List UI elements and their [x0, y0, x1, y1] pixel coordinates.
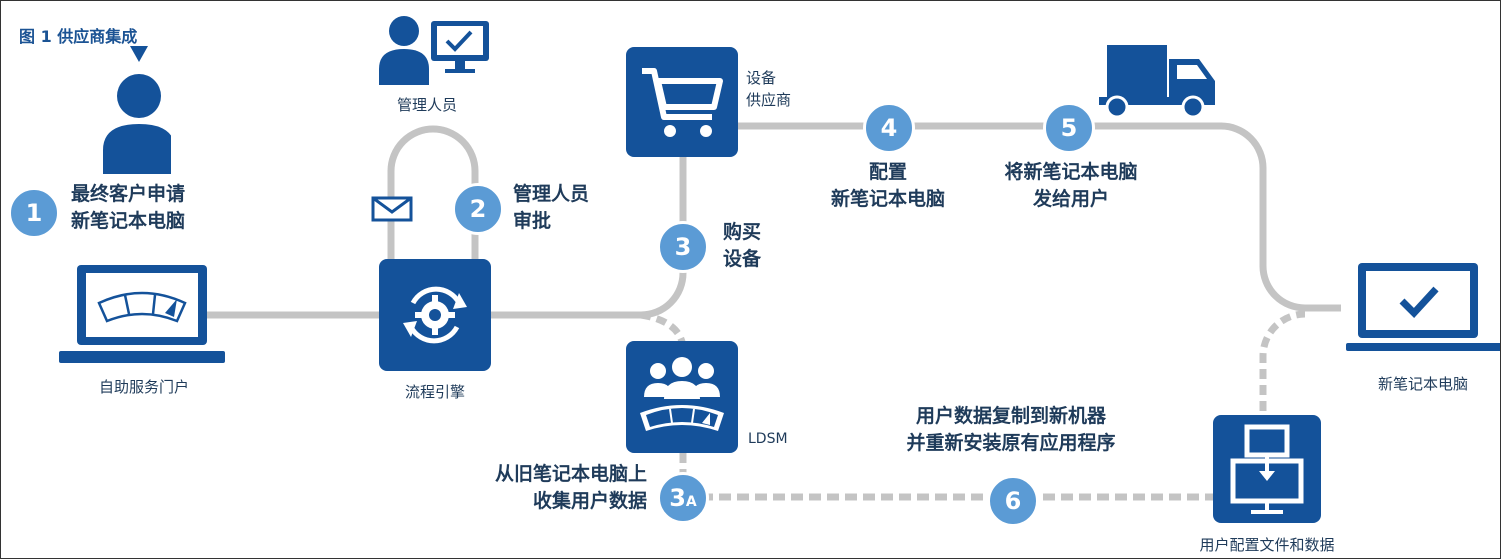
step-1-line-2: 新笔记本电脑 [71, 210, 186, 232]
manager-label: 管理人员 [396, 96, 457, 114]
vendor-label-line-2: 供应商 [746, 91, 792, 109]
step-1-label: 最终客户申请 新笔记本电脑 [71, 181, 185, 235]
envelope-icon [371, 196, 413, 222]
step-5-label: 将新笔记本电脑 发给用户 [986, 159, 1156, 213]
truck-icon [1099, 45, 1215, 119]
user-profile-label: 用户配置文件和数据 [1199, 536, 1335, 554]
new-laptop-label: 新笔记本电脑 [1377, 375, 1468, 393]
vendor-label: 设备 供应商 [746, 67, 791, 111]
step-6-line-2: 并重新安装原有应用程序 [906, 432, 1116, 454]
step-1-line-1: 最终客户申请 [71, 183, 186, 205]
step-6-badge: 6 [987, 475, 1039, 527]
step-6-label: 用户数据复制到新机器 并重新安装原有应用程序 [861, 403, 1161, 457]
portal-label: 自助服务门户 [98, 378, 189, 396]
step-2-badge: 2 [452, 183, 504, 235]
vendor-box [626, 47, 738, 157]
step-3-label: 购买 设备 [723, 219, 761, 273]
data-transfer-icon [1230, 424, 1304, 514]
step-4-label: 配置 新笔记本电脑 [813, 159, 963, 213]
step-3-badge: 3 [657, 221, 709, 273]
step-4-badge: 4 [863, 102, 915, 154]
step-4-line-1: 配置 [868, 161, 907, 183]
step-3a-label: 从旧笔记本电脑上 收集用户数据 [451, 461, 647, 515]
figure-title: 图 1 供应商集成 [19, 27, 138, 46]
line-engine-vendor [489, 156, 687, 319]
manager-icon [379, 16, 489, 85]
ldsm-label: LDSM [748, 431, 788, 447]
step-3a-line-2: 收集用户数据 [532, 490, 647, 512]
end-customer-icon [103, 46, 171, 174]
ldsm-box [626, 341, 738, 453]
step-4-line-2: 新笔记本电脑 [830, 188, 945, 210]
step-2-label: 管理人员 审批 [513, 181, 589, 235]
gear-icon [403, 286, 467, 344]
step-1-badge: 1 [8, 187, 60, 239]
step-5-line-2: 发给用户 [1032, 188, 1109, 210]
line-approval-loop [387, 125, 479, 263]
line-vendor-laptop [736, 122, 1341, 312]
step-3a-line-1: 从旧笔记本电脑上 [494, 463, 647, 485]
portal-laptop-icon [59, 265, 225, 363]
group-users-icon [640, 357, 724, 431]
step-5-line-1: 将新笔记本电脑 [1004, 161, 1138, 183]
process-engine-box [379, 259, 491, 371]
step-2-line-2: 审批 [513, 210, 552, 232]
step-3a-subscript: A [685, 494, 697, 510]
step-3-line-2: 设备 [723, 248, 762, 270]
line-profile-laptop [1259, 310, 1306, 411]
step-6-line-1: 用户数据复制到新机器 [915, 405, 1106, 427]
engine-label: 流程引擎 [404, 383, 465, 401]
step-2-line-1: 管理人员 [513, 183, 590, 205]
new-laptop-icon [1346, 263, 1500, 351]
step-3-line-1: 购买 [723, 221, 762, 243]
vendor-label-line-1: 设备 [746, 69, 777, 87]
shopping-cart-icon [642, 68, 723, 137]
user-profile-box [1213, 415, 1321, 523]
step-5-badge: 5 [1043, 102, 1095, 154]
step-3a-badge: 3A [657, 472, 709, 524]
